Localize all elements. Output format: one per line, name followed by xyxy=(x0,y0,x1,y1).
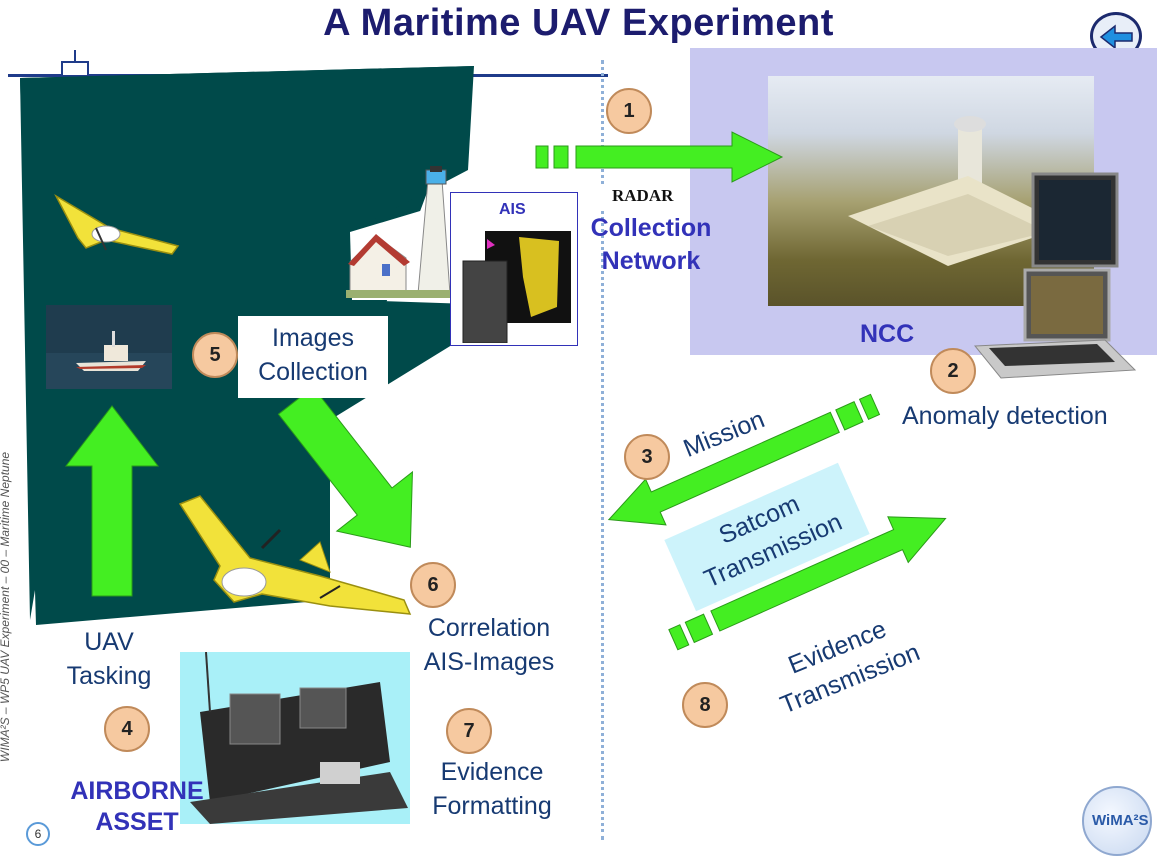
ais-terminal-image xyxy=(462,231,571,343)
evidence-formatting-line1: Evidence xyxy=(440,758,544,786)
section-divider xyxy=(601,60,604,840)
correlation-line2: AIS-Images xyxy=(423,647,555,676)
wimaas-logo: WiMA²S xyxy=(1082,786,1152,856)
correlation-label: Correlation AIS-Images xyxy=(412,612,566,680)
page-title: A Maritime UAV Experiment xyxy=(323,2,834,44)
mission-label: Mission xyxy=(679,405,769,463)
satcom-box: Satcom Transmission xyxy=(664,462,870,612)
airborne-asset-label: AIRBORNE ASSET xyxy=(56,776,218,839)
ncc-building-photo xyxy=(768,76,1094,306)
lighthouse-image xyxy=(346,166,472,298)
evidence-formatting-line2: Formatting xyxy=(432,791,552,820)
step-3-badge: 3 xyxy=(624,434,670,480)
ncc-building-drawing xyxy=(848,116,1068,266)
images-collection-box: Images Collection xyxy=(238,316,388,398)
collection-network-line2: Network xyxy=(601,246,701,275)
correlation-line1: Correlation xyxy=(427,614,551,642)
uav-tasking-box: UAV Tasking xyxy=(38,626,180,696)
step-5-badge: 5 xyxy=(192,332,238,378)
ground-station-photo xyxy=(180,651,410,824)
step-1-badge: 1 xyxy=(606,88,652,134)
radar-label: RADAR xyxy=(612,186,674,205)
step-8-badge: 8 xyxy=(682,682,728,728)
ais-panel: AIS xyxy=(450,192,578,346)
side-footer-text: WIMA²S – WP5 UAV Experiment – 00 – Marit… xyxy=(0,451,13,763)
uav-large-image xyxy=(178,495,412,615)
collection-network-line1: Collection xyxy=(590,214,712,242)
airborne-line2: ASSET xyxy=(95,808,179,837)
anomaly-detection-label: Anomaly detection xyxy=(902,402,1108,430)
ground-station-drawing xyxy=(190,651,408,824)
uav-tasking-label: UAV Tasking xyxy=(38,626,180,694)
satcom-label: Satcom Transmission xyxy=(664,463,867,606)
header-rule-tab xyxy=(61,50,89,77)
step-4-badge: 4 xyxy=(104,706,150,752)
step-7-badge: 7 xyxy=(446,708,492,754)
workstation-image xyxy=(973,172,1137,379)
ais-label: AIS xyxy=(499,201,526,218)
airborne-line1: AIRBORNE xyxy=(70,777,204,805)
step-6-badge: 6 xyxy=(410,562,456,608)
ncc-label: NCC xyxy=(860,320,915,348)
evidence-formatting-label: Evidence Formatting xyxy=(420,756,564,824)
logo-text: WiMA²S xyxy=(1092,812,1149,829)
step-2-badge: 2 xyxy=(930,348,976,394)
images-collection-line2: Collection xyxy=(258,357,368,386)
uav-tasking-line1: UAV xyxy=(84,628,134,656)
radar-box: RADAR xyxy=(592,184,684,210)
uav-tasking-line2: Tasking xyxy=(66,661,152,690)
back-arrow-icon xyxy=(1099,24,1133,50)
boat-photo xyxy=(46,305,172,389)
evidence-transmission-label: Evidence Transmission xyxy=(748,599,940,729)
uav-small-image xyxy=(54,194,180,255)
collection-network-label: Collection Network xyxy=(576,212,726,277)
images-collection-line1: Images xyxy=(272,324,354,352)
images-collection-label: Images Collection xyxy=(238,316,388,390)
slide-number: 6 xyxy=(26,822,50,846)
